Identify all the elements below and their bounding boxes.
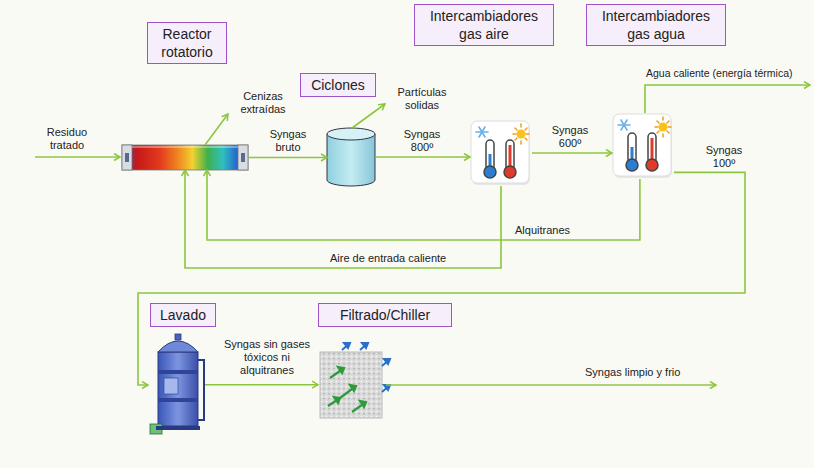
unit-heading: Lavado: [150, 303, 216, 327]
process-unit: Intercambiadores gas agua: [612, 113, 674, 179]
unit-heading: Intercambiadores gas agua: [586, 4, 726, 46]
cyclone-tank: [327, 128, 375, 186]
flow-line: [185, 170, 501, 268]
flow-line: [205, 384, 318, 386]
flow-note: Residuo tratado: [38, 126, 96, 152]
unit-heading: Reactor rotatorio: [147, 22, 227, 64]
flow-label: Syngas 800º: [398, 128, 446, 154]
filter-panel: [320, 343, 390, 418]
flow-label: Syngas 100º: [700, 144, 748, 170]
gas-air-exchanger-icon: [471, 121, 530, 185]
flow-line: [375, 156, 470, 158]
unit-heading: Ciclones: [300, 73, 376, 97]
rotary-reactor: [122, 145, 248, 170]
flow-note: Partículas solidas: [390, 86, 454, 112]
flow-line: [248, 157, 327, 159]
process-unit: Reactor rotatorio: [122, 145, 248, 170]
flow-line: [532, 152, 612, 154]
unit-heading: Intercambiadores gas aire: [414, 4, 554, 46]
flow-label: Syngas sin gases tóxicos ni alquitranes: [220, 338, 314, 377]
flow-note: Cenizas extraídas: [232, 90, 294, 116]
process-unit: Ciclones: [327, 128, 375, 186]
flow-label: Aire de entrada caliente: [330, 252, 446, 265]
io-arrows: [35, 85, 810, 385]
flow-line: [207, 170, 640, 240]
process-unit: Intercambiadores gas aire: [470, 120, 532, 186]
flow-line: [138, 172, 745, 385]
process-unit: Lavado: [148, 328, 205, 435]
gas-water-exchanger-icon: [613, 114, 672, 178]
flow-note: Syngas limpio y frio: [585, 366, 680, 379]
flow-label: Syngas 600º: [546, 124, 594, 150]
scrubber-tower: [150, 334, 204, 434]
unit-heading: Filtrado/Chiller: [318, 303, 452, 327]
process-unit: Filtrado/Chiller: [318, 350, 384, 420]
flow-label: Syngas bruto: [264, 128, 312, 154]
flow-note: Agua caliente (energía térmica): [646, 67, 793, 80]
flow-label: Alquitranes: [515, 224, 570, 237]
